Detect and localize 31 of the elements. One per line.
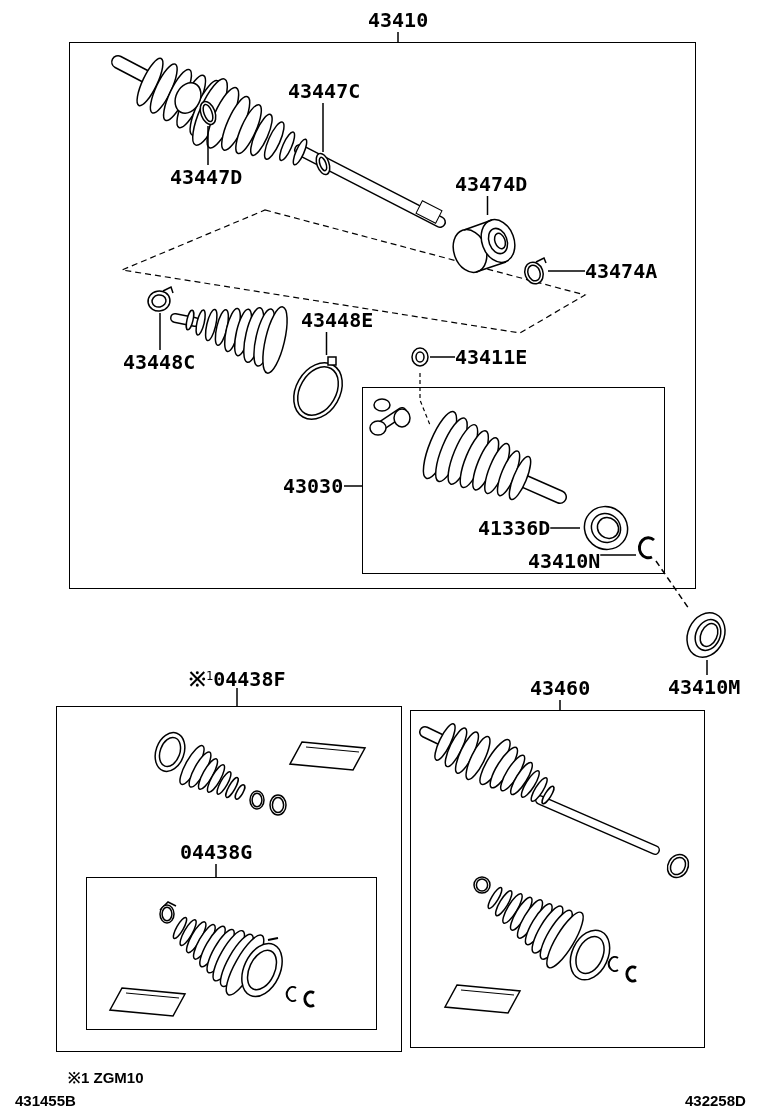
part-number: 43447C	[288, 79, 361, 103]
leader-line	[429, 356, 456, 358]
assembly-number: ※$^{1}$04438F	[189, 666, 286, 688]
clamp-drawing	[145, 285, 175, 313]
note: ※1 ZGM10	[68, 1069, 144, 1087]
leader-line	[325, 331, 328, 356]
drawing-number: 431455B	[15, 1092, 76, 1110]
assembly-number: 43410	[368, 8, 429, 32]
part-number: 43448E	[301, 308, 374, 332]
assembly-number: 43030	[283, 474, 344, 498]
part-number: 43447D	[170, 165, 243, 189]
part-number: 43474D	[455, 172, 528, 196]
leader-line	[599, 554, 637, 556]
part-number: 43448C	[123, 350, 196, 374]
part-number: 43474A	[585, 259, 658, 283]
leader-line	[322, 102, 324, 153]
leader-line	[706, 659, 708, 676]
part-number: 43410M	[668, 675, 741, 699]
part-number: 41336D	[478, 516, 551, 540]
leader-line	[486, 195, 489, 216]
ring-drawing	[410, 347, 430, 367]
drawing-number: 432258D	[685, 1092, 746, 1110]
assembly-number: 04438G	[180, 840, 253, 864]
clamp-drawing	[522, 257, 548, 285]
leader-line	[547, 270, 586, 272]
part-number: 43410N	[528, 549, 601, 573]
assembly-number: 43460	[530, 676, 591, 700]
leader-line	[549, 527, 581, 529]
leader-line	[159, 312, 161, 351]
leader-line	[207, 125, 209, 166]
part-number: 43411E	[455, 345, 528, 369]
